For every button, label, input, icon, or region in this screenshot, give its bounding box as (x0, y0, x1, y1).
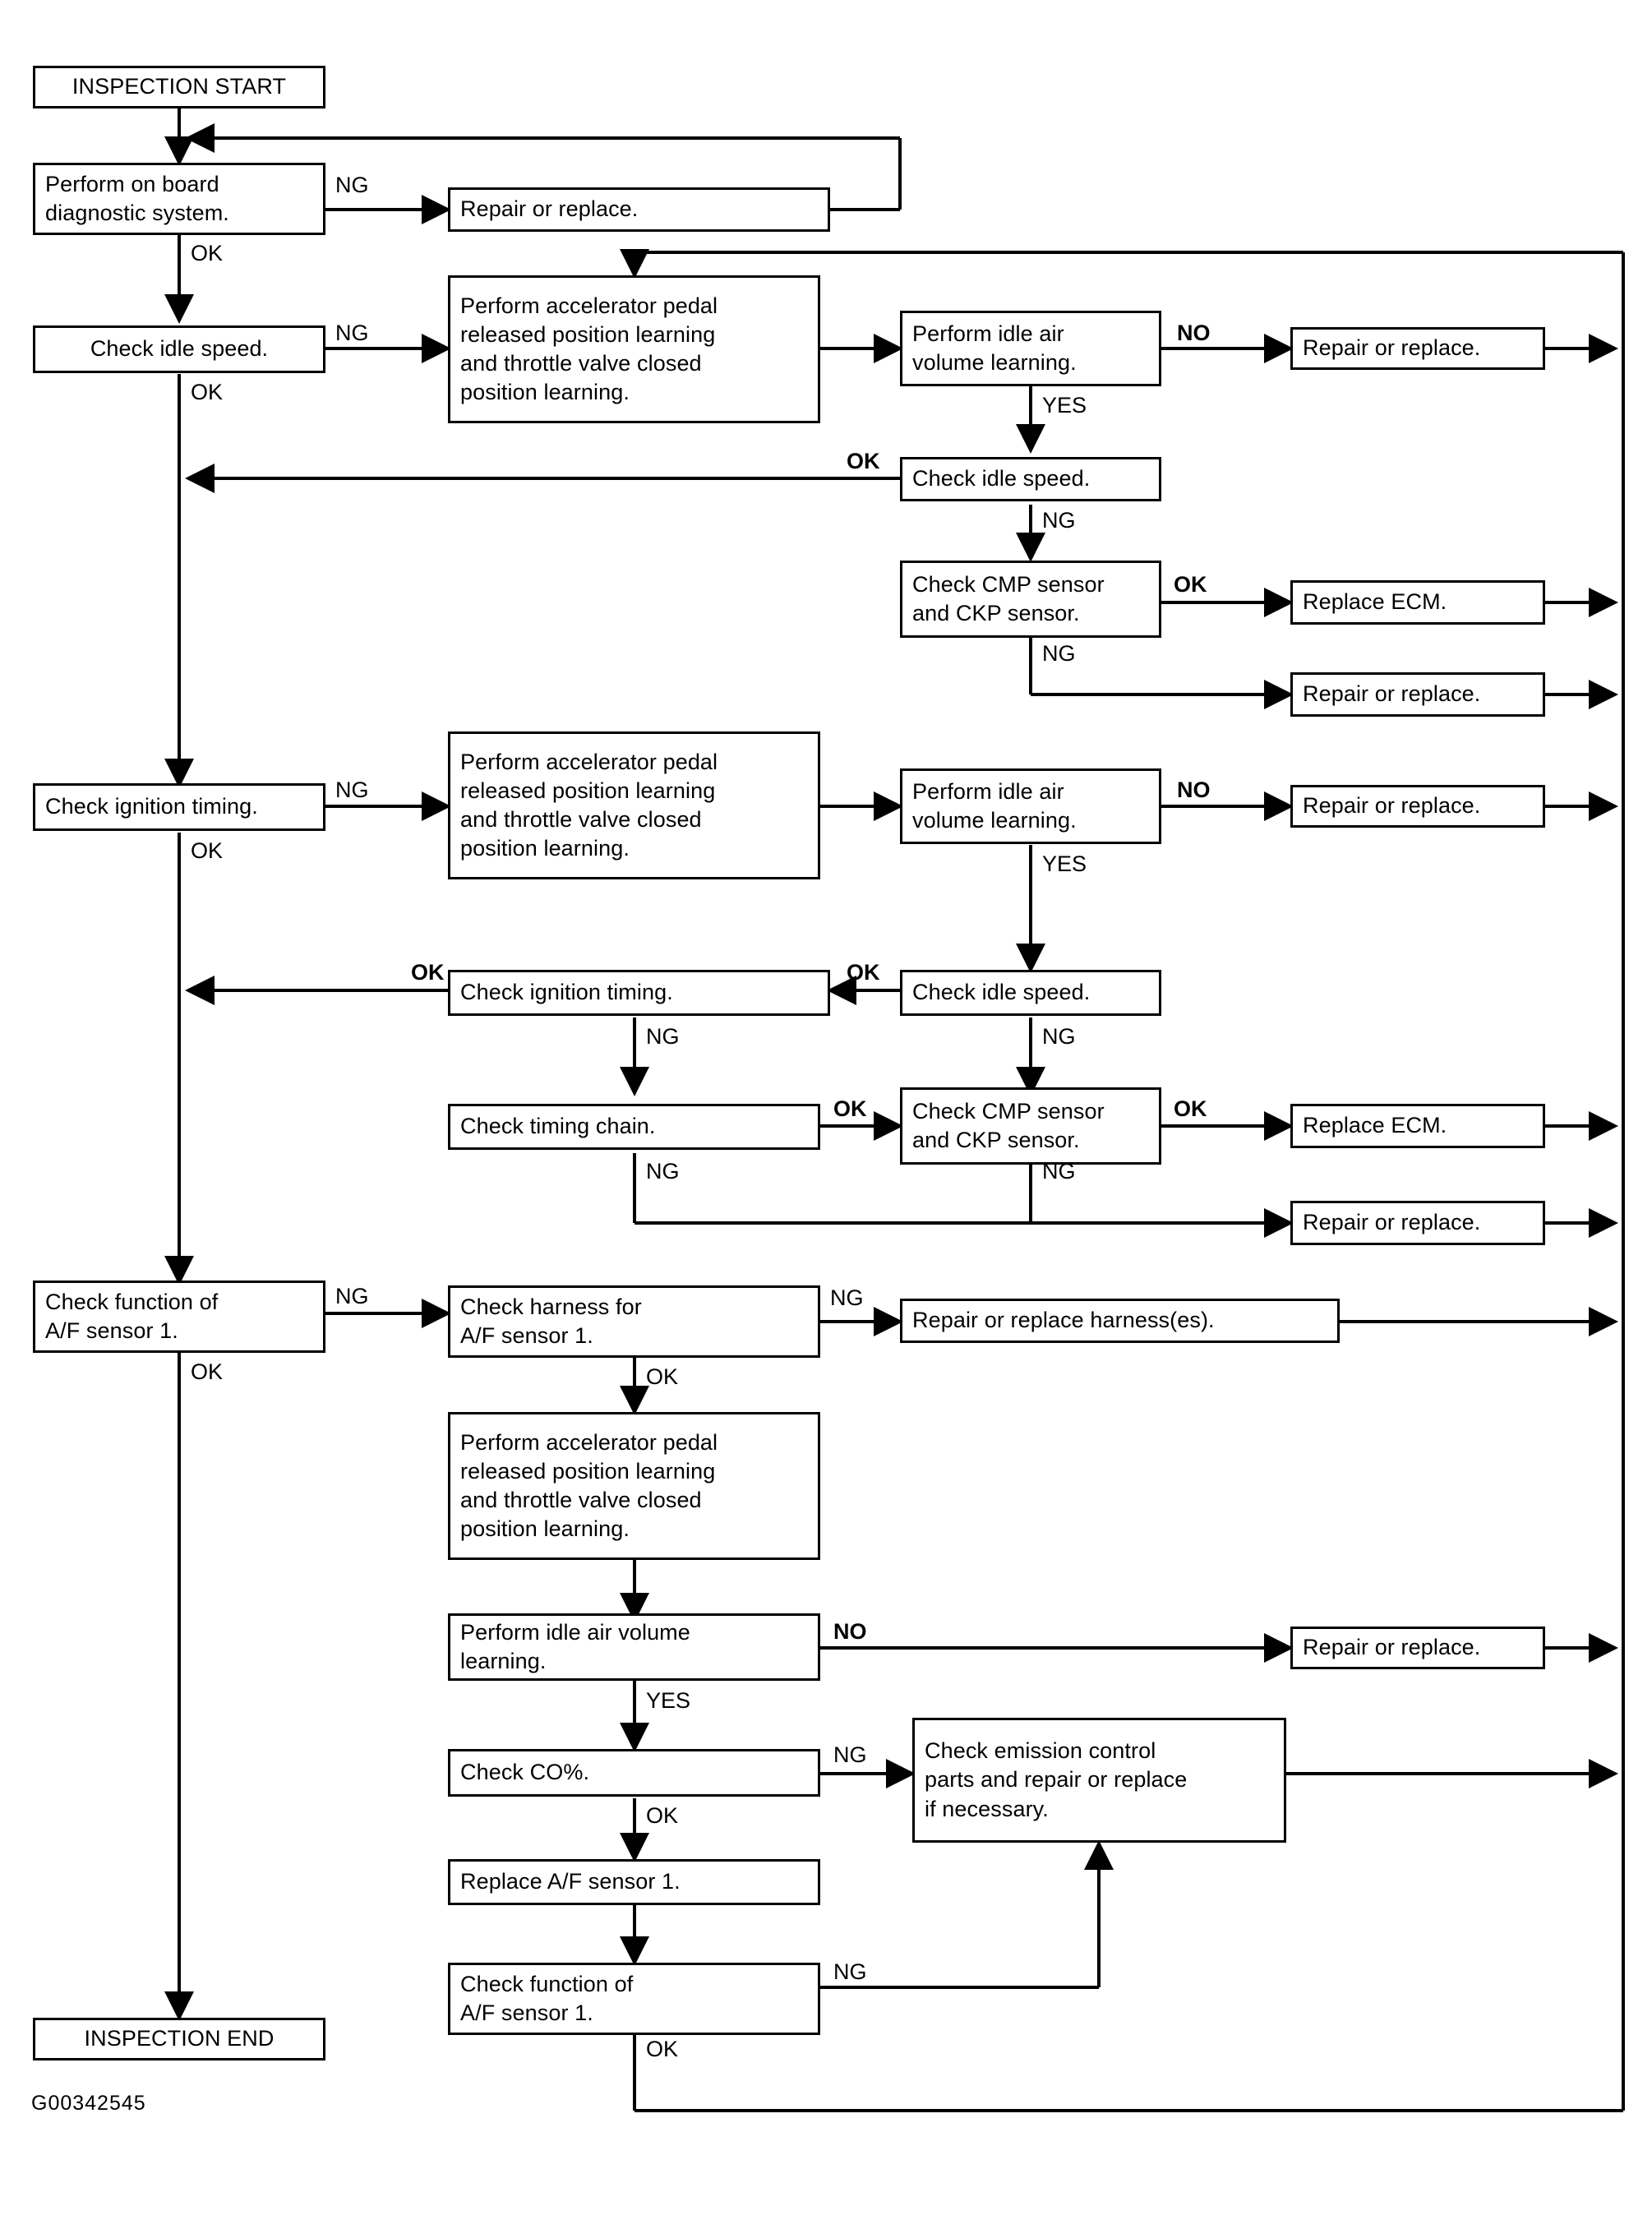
node-label: Check CO%. (460, 1760, 590, 1785)
node-label: Repair or replace. (1303, 681, 1481, 707)
node-check-idle-speed-2[interactable]: Check idle speed. (900, 457, 1161, 501)
figure-id: G00342545 (31, 2092, 146, 2115)
edge-label-idle1-ok: OK (191, 380, 224, 404)
edge-label-iav1-no: NO (1177, 321, 1211, 345)
edge-label-chain-ng: NG (646, 1159, 680, 1184)
node-check-ignition-timing-1[interactable]: Check ignition timing. (33, 783, 325, 831)
node-perform-obd[interactable]: Perform on board diagnostic system. (33, 163, 325, 235)
edge-label-cmp2-ng: NG (1042, 1159, 1076, 1184)
node-label: Perform on board diagnostic system. (45, 171, 229, 225)
node-label: Perform accelerator pedal released posit… (460, 1429, 718, 1542)
node-label: Check emission control parts and repair … (925, 1738, 1188, 1821)
node-replace-ecm-1[interactable]: Replace ECM. (1290, 580, 1545, 625)
edge-label-obd-ng: NG (335, 173, 369, 197)
node-label: Perform accelerator pedal released posit… (460, 749, 718, 861)
node-label: Repair or replace. (1303, 793, 1481, 819)
node-label: Check ignition timing. (460, 980, 673, 1005)
node-label: Check ignition timing. (45, 794, 258, 819)
node-repair-or-replace-1[interactable]: Repair or replace. (1290, 327, 1545, 370)
node-repair-or-replace-3[interactable]: Repair or replace. (1290, 785, 1545, 828)
node-label: Replace A/F sensor 1. (460, 1869, 681, 1894)
node-replace-ecm-2[interactable]: Replace ECM. (1290, 1104, 1545, 1148)
node-label: Check harness for A/F sensor 1. (460, 1294, 642, 1348)
node-repair-or-replace-top[interactable]: Repair or replace. (448, 187, 830, 232)
edge-label-iav2-yes: YES (1042, 851, 1087, 876)
edge-label-iav3-yes: YES (646, 1688, 691, 1713)
edge-label-ign1-ok: OK (191, 838, 224, 863)
node-check-idle-speed-1[interactable]: Check idle speed. (33, 325, 325, 373)
node-label: INSPECTION END (84, 2026, 275, 2051)
node-label: INSPECTION START (72, 74, 287, 99)
node-check-emission-control-parts[interactable]: Check emission control parts and repair … (912, 1718, 1286, 1843)
node-inspection-end[interactable]: INSPECTION END (33, 2018, 325, 2060)
edge-label-cmp2-ok: OK (1174, 1096, 1207, 1121)
edge-label-ign2-ng: NG (646, 1024, 680, 1049)
node-repair-or-replace-2[interactable]: Repair or replace. (1290, 672, 1545, 717)
edge-label-co-ng: NG (833, 1742, 867, 1767)
node-label: Check CMP sensor and CKP sensor. (912, 1098, 1105, 1152)
node-label: Check idle speed. (912, 466, 1091, 491)
node-label: Repair or replace. (1303, 1210, 1481, 1235)
node-label: Check function of A/F sensor 1. (460, 1971, 634, 2025)
node-apl-throttle-learning-3[interactable]: Perform accelerator pedal released posit… (448, 1412, 820, 1560)
edge-label-idle3-ok: OK (847, 960, 880, 985)
edge-label-af2-ok: OK (646, 2037, 679, 2061)
edge-label-idle2-ok: OK (847, 449, 880, 473)
edge-label-idle2-ng: NG (1042, 508, 1076, 533)
node-check-harness-af-sensor[interactable]: Check harness for A/F sensor 1. (448, 1285, 820, 1358)
edge-label-ign1-ng: NG (335, 778, 369, 802)
node-label: Repair or replace harness(es). (912, 1308, 1215, 1333)
node-check-function-af-sensor-1[interactable]: Check function of A/F sensor 1. (33, 1281, 325, 1353)
node-inspection-start[interactable]: INSPECTION START (33, 66, 325, 108)
node-replace-af-sensor-1[interactable]: Replace A/F sensor 1. (448, 1859, 820, 1905)
node-idle-air-volume-learning-1[interactable]: Perform idle air volume learning. (900, 311, 1161, 386)
edge-label-cmp1-ng: NG (1042, 641, 1076, 666)
node-repair-or-replace-5[interactable]: Repair or replace. (1290, 1627, 1545, 1669)
node-label: Perform idle air volume learning. (912, 321, 1077, 375)
node-apl-throttle-learning-1[interactable]: Perform accelerator pedal released posit… (448, 275, 820, 423)
edge-label-idle3-ng: NG (1042, 1024, 1076, 1049)
edge-label-harness-ok: OK (646, 1364, 679, 1389)
edge-label-chain-ok: OK (833, 1096, 867, 1121)
edge-label-harness-ng: NG (830, 1285, 864, 1310)
node-check-co-percent[interactable]: Check CO%. (448, 1749, 820, 1797)
edge-label-af1-ng: NG (335, 1284, 369, 1308)
edge-label-ign2-ok: OK (411, 960, 445, 985)
edge-label-iav3-no: NO (833, 1619, 867, 1644)
node-apl-throttle-learning-2[interactable]: Perform accelerator pedal released posit… (448, 731, 820, 879)
node-label: Perform accelerator pedal released posit… (460, 293, 718, 405)
node-check-idle-speed-3[interactable]: Check idle speed. (900, 970, 1161, 1016)
node-idle-air-volume-learning-2[interactable]: Perform idle air volume learning. (900, 768, 1161, 844)
edge-label-iav1-yes: YES (1042, 393, 1087, 418)
node-check-timing-chain[interactable]: Check timing chain. (448, 1104, 820, 1150)
node-label: Repair or replace. (460, 196, 639, 222)
edge-label-af2-ng: NG (833, 1959, 867, 1984)
node-label: Perform idle air volume learning. (460, 1619, 690, 1673)
edge-label-co-ok: OK (646, 1803, 679, 1828)
node-label: Check CMP sensor and CKP sensor. (912, 571, 1105, 625)
node-check-function-af-sensor-2[interactable]: Check function of A/F sensor 1. (448, 1963, 820, 2035)
node-check-cmp-ckp-sensor-1[interactable]: Check CMP sensor and CKP sensor. (900, 561, 1161, 638)
node-idle-air-volume-learning-3[interactable]: Perform idle air volume learning. (448, 1613, 820, 1681)
node-check-ignition-timing-2[interactable]: Check ignition timing. (448, 970, 830, 1016)
node-label: Replace ECM. (1303, 589, 1447, 615)
node-label: Perform idle air volume learning. (912, 778, 1077, 833)
node-label: Repair or replace. (1303, 335, 1481, 361)
node-label: Repair or replace. (1303, 1635, 1481, 1660)
node-repair-or-replace-harness[interactable]: Repair or replace harness(es). (900, 1299, 1340, 1343)
edge-label-obd-ok: OK (191, 241, 224, 265)
node-label: Replace ECM. (1303, 1113, 1447, 1138)
node-label: Check idle speed. (90, 336, 269, 362)
edge-label-idle1-ng: NG (335, 321, 369, 345)
edge-label-af1-ok: OK (191, 1359, 224, 1384)
edge-label-cmp1-ok: OK (1174, 572, 1207, 597)
edge-label-iav2-no: NO (1177, 778, 1211, 802)
node-repair-or-replace-4[interactable]: Repair or replace. (1290, 1201, 1545, 1245)
node-label: Check function of A/F sensor 1. (45, 1289, 219, 1343)
node-label: Check idle speed. (912, 980, 1091, 1005)
node-label: Check timing chain. (460, 1114, 656, 1139)
node-check-cmp-ckp-sensor-2[interactable]: Check CMP sensor and CKP sensor. (900, 1087, 1161, 1165)
